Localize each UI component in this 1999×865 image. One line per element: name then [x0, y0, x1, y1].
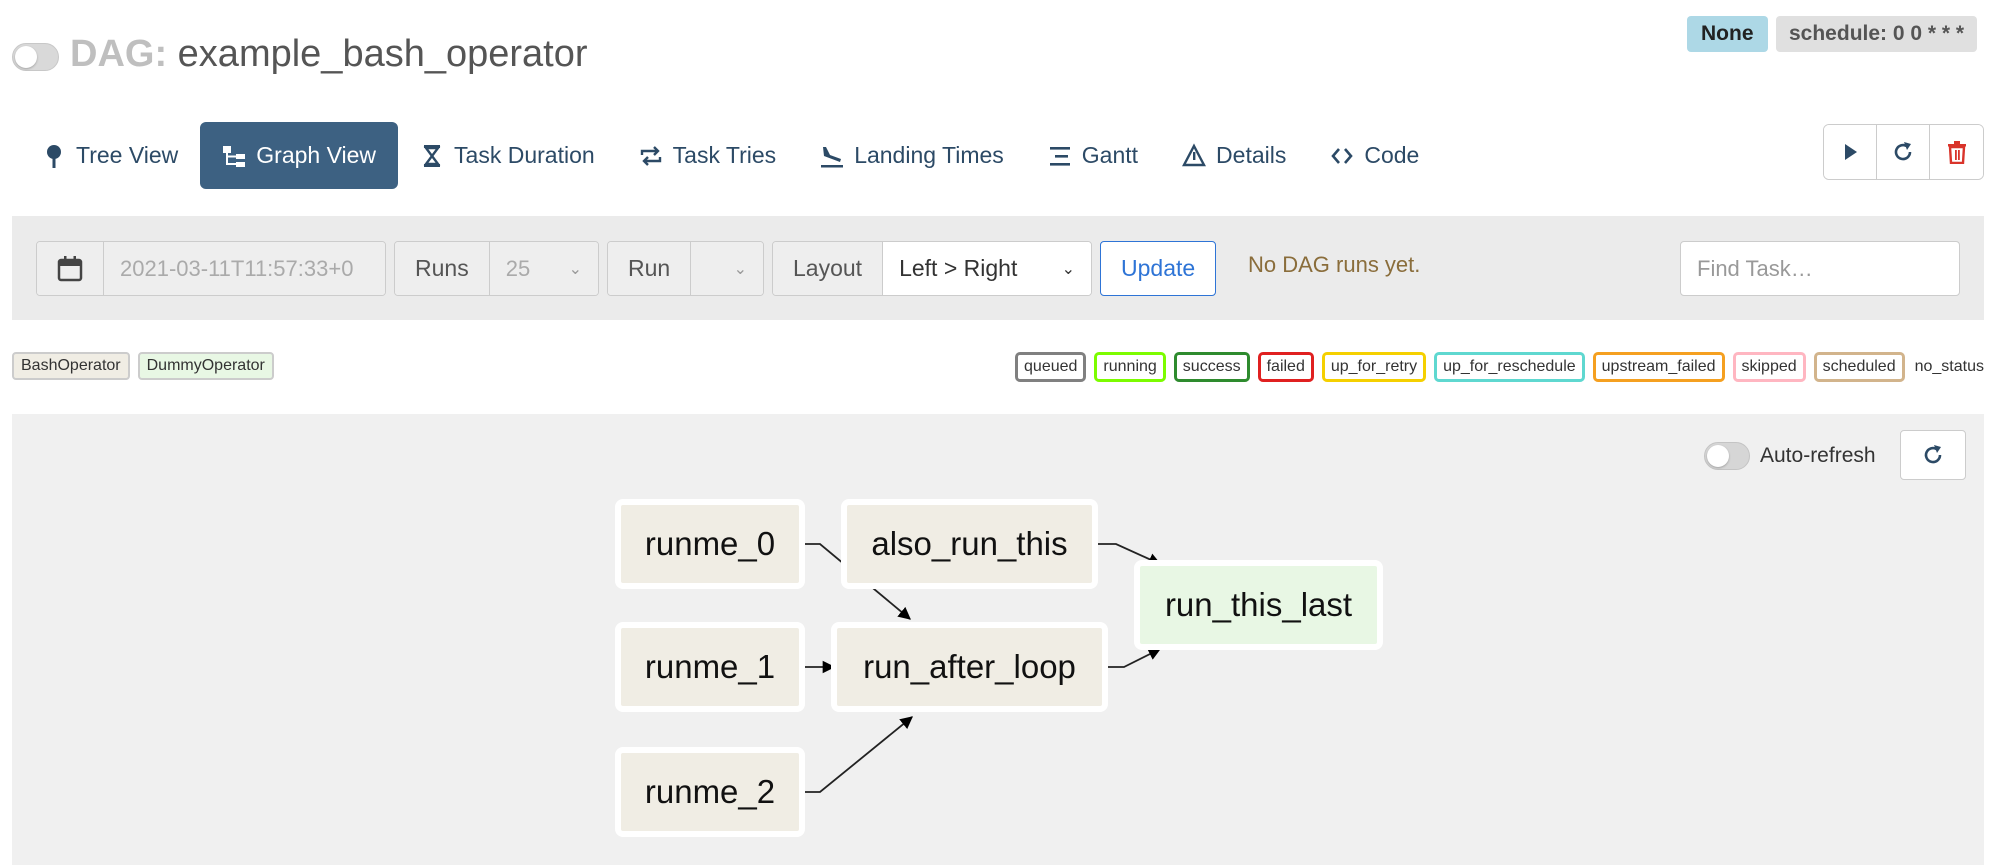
legend-state-running[interactable]: running [1094, 352, 1166, 382]
refresh-dag-button[interactable] [1877, 125, 1930, 179]
legend-state-upstream-failed[interactable]: upstream_failed [1592, 352, 1725, 382]
calendar-button[interactable] [37, 242, 104, 295]
dag-prefix-label: DAG: [70, 33, 168, 75]
layout-label: Layout [773, 242, 884, 295]
legend-state-failed[interactable]: failed [1257, 352, 1314, 382]
retry-icon [639, 142, 663, 170]
task-node-run-this-last[interactable]: run_this_last [1134, 560, 1383, 650]
edge-also-run-this-to-run-this-last [1098, 543, 1162, 566]
tab-landing-times[interactable]: Landing Times [798, 122, 1026, 189]
graph-icon [222, 142, 246, 170]
num-runs-value: 25 [505, 255, 531, 281]
play-icon [1845, 144, 1857, 160]
calendar-icon [57, 255, 83, 281]
base-date-group: 2021-03-11T11:57:33+0 [36, 241, 386, 296]
legend-dummy-operator[interactable]: DummyOperator [137, 352, 274, 380]
graph-edges [804, 543, 1162, 793]
edge-runme-0-to-run-after-loop [804, 543, 911, 620]
legend-state-queued[interactable]: queued [1015, 352, 1087, 382]
tab-label: Gantt [1081, 142, 1139, 168]
layout-select[interactable]: Left > Right ⌄ [883, 242, 1091, 295]
graph-refresh-button[interactable] [1900, 430, 1966, 480]
schedule-badge: schedule: 0 0 * * * [1776, 16, 1978, 52]
layout-value: Left > Right [899, 255, 1018, 281]
tab-label: Task Duration [454, 142, 595, 168]
legend-state-scheduled[interactable]: scheduled [1813, 352, 1905, 382]
graph-canvas: runme_0 runme_1 runme_2 also_run_this ru… [12, 414, 1984, 865]
auto-refresh-control: Auto-refresh [1704, 442, 1876, 470]
toggle-knob [15, 46, 37, 68]
plane-landing-icon [820, 142, 844, 170]
refresh-icon [1924, 445, 1942, 464]
chevron-down-icon: ⌄ [1061, 260, 1075, 278]
gantt-icon [1048, 142, 1072, 170]
refresh-icon [1894, 142, 1912, 161]
tab-label: Task Tries [672, 142, 777, 168]
run-select[interactable]: ⌄ [691, 242, 763, 295]
run-group: Run ⌄ [607, 241, 764, 296]
auto-refresh-label: Auto-refresh [1760, 444, 1876, 467]
code-icon [1330, 142, 1354, 170]
dag-name: example_bash_operator [177, 33, 588, 75]
legend-state-up-for-reschedule[interactable]: up_for_reschedule [1434, 352, 1585, 382]
update-button[interactable]: Update [1100, 241, 1217, 296]
runs-group: Runs 25 ⌄ [394, 241, 599, 296]
tab-label: Graph View [256, 142, 377, 168]
state-legend: queued running success failed up_for_ret… [1015, 352, 1984, 382]
run-state-badge: None [1687, 16, 1768, 52]
tab-label: Code [1364, 142, 1420, 168]
tab-task-tries[interactable]: Task Tries [617, 122, 799, 189]
run-label: Run [608, 242, 692, 295]
task-node-runme-1[interactable]: runme_1 [615, 622, 805, 712]
trigger-dag-button[interactable] [1824, 125, 1877, 179]
legend-bash-operator[interactable]: BashOperator [12, 352, 130, 380]
auto-refresh-toggle[interactable] [1704, 442, 1750, 470]
legend-state-up-for-retry[interactable]: up_for_retry [1321, 352, 1427, 382]
tab-gantt[interactable]: Gantt [1026, 122, 1160, 189]
warning-triangle-icon [1182, 142, 1207, 170]
hourglass-icon [420, 142, 444, 170]
legend-state-no-status[interactable]: no_status [1914, 358, 1984, 375]
tab-code[interactable]: Code [1308, 122, 1441, 189]
chevron-down-icon: ⌄ [568, 260, 582, 278]
page-title: DAG: example_bash_operator [70, 30, 588, 78]
trash-icon [1947, 141, 1966, 164]
tab-graph-view[interactable]: Graph View [200, 122, 399, 189]
dag-header: DAG: example_bash_operator None schedule… [0, 0, 1999, 110]
tab-label: Tree View [76, 142, 179, 168]
runs-label: Runs [395, 242, 490, 295]
dag-pause-toggle[interactable] [12, 43, 59, 71]
toggle-knob [1707, 445, 1729, 467]
no-runs-message: No DAG runs yet. [1248, 252, 1421, 277]
task-node-run-after-loop[interactable]: run_after_loop [831, 622, 1108, 712]
tab-tree-view[interactable]: Tree View [20, 122, 200, 189]
layout-group: Layout Left > Right ⌄ [772, 241, 1092, 296]
filter-bar: 2021-03-11T11:57:33+0 Runs 25 ⌄ Run ⌄ La… [12, 216, 1984, 320]
task-node-runme-0[interactable]: runme_0 [615, 499, 805, 589]
base-date-input[interactable]: 2021-03-11T11:57:33+0 [104, 242, 385, 295]
view-tabs: Tree View Graph View Task Duration Task … [20, 122, 1441, 189]
operator-legend: BashOperator DummyOperator [12, 352, 274, 380]
tab-task-duration[interactable]: Task Duration [398, 122, 617, 189]
legend-state-success[interactable]: success [1173, 352, 1250, 382]
tab-label: Landing Times [854, 142, 1004, 168]
num-runs-select[interactable]: 25 ⌄ [489, 242, 598, 295]
tree-icon [42, 142, 66, 170]
task-node-runme-2[interactable]: runme_2 [615, 747, 805, 837]
dag-actions [1823, 124, 1984, 180]
delete-dag-button[interactable] [1930, 125, 1983, 179]
task-node-also-run-this[interactable]: also_run_this [841, 499, 1098, 589]
chevron-down-icon: ⌄ [733, 260, 747, 278]
edge-run-after-loop-to-run-this-last [1108, 648, 1162, 668]
find-task-input[interactable]: Find Task… [1680, 241, 1960, 296]
legend-state-skipped[interactable]: skipped [1732, 352, 1806, 382]
tab-label: Details [1216, 142, 1287, 168]
tab-details[interactable]: Details [1160, 122, 1308, 189]
edge-runme-2-to-run-after-loop [804, 716, 913, 793]
